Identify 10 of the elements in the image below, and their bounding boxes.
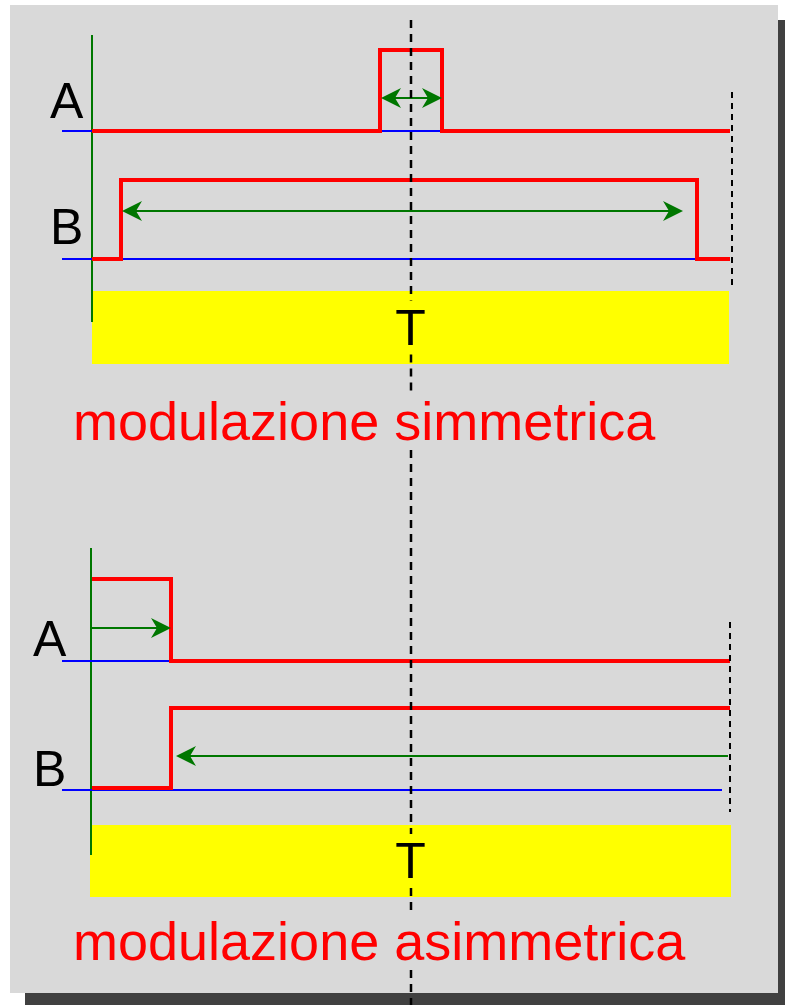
signal-name: B bbox=[50, 202, 84, 252]
period-bar bbox=[92, 291, 729, 364]
period-label: T bbox=[395, 302, 426, 353]
caption-text: modulazione asimmetrica bbox=[73, 914, 686, 968]
signal-name: A bbox=[50, 76, 84, 126]
period-bar bbox=[90, 825, 731, 897]
signal-name: A bbox=[33, 614, 67, 664]
period-label: T bbox=[395, 836, 426, 886]
caption-text: modulazione simmetrica bbox=[73, 394, 656, 448]
signal-name: B bbox=[33, 744, 67, 794]
